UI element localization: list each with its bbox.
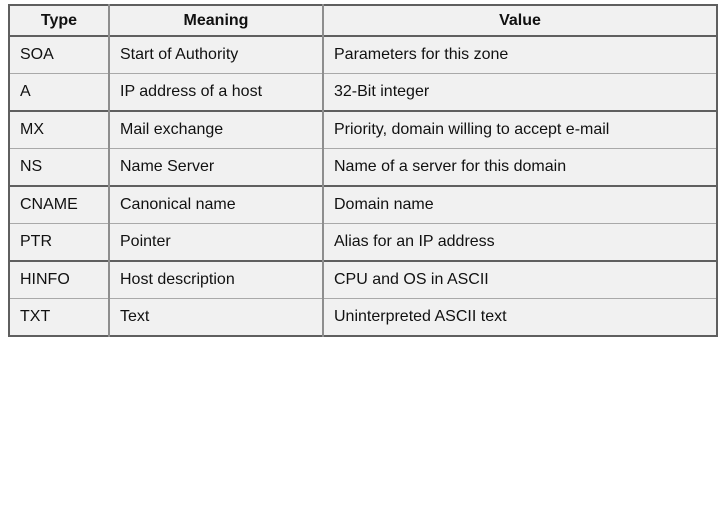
cell-value: CPU and OS in ASCII <box>322 261 717 299</box>
cell-type: PTR <box>9 223 109 261</box>
cell-value: Name of a server for this domain <box>322 148 717 186</box>
header-row: Type Meaning Value <box>9 5 717 36</box>
cell-type: TXT <box>9 298 109 336</box>
cell-meaning: Mail exchange <box>108 111 323 149</box>
cell-meaning: Text <box>108 298 323 336</box>
header-cell-value: Value <box>322 5 717 36</box>
cell-value: Priority, domain willing to accept e-mai… <box>322 111 717 149</box>
cell-type: SOA <box>9 36 109 74</box>
cell-value: Alias for an IP address <box>322 223 717 261</box>
cell-type: HINFO <box>9 261 109 299</box>
cell-value: Domain name <box>322 186 717 224</box>
cell-value: Parameters for this zone <box>322 36 717 74</box>
cell-type: MX <box>9 111 109 149</box>
cell-type: CNAME <box>9 186 109 224</box>
cell-meaning: Canonical name <box>108 186 323 224</box>
header-cell-meaning: Meaning <box>108 5 323 36</box>
cell-value: 32-Bit integer <box>322 73 717 111</box>
cell-meaning: Host description <box>108 261 323 299</box>
table-header: Type Meaning Value <box>9 5 717 36</box>
cell-type: NS <box>9 148 109 186</box>
cell-meaning: Pointer <box>108 223 323 261</box>
header-cell-type: Type <box>9 5 109 36</box>
cell-meaning: Name Server <box>108 148 323 186</box>
cell-meaning: IP address of a host <box>108 73 323 111</box>
cell-value: Uninterpreted ASCII text <box>322 298 717 336</box>
cell-type: A <box>9 73 109 111</box>
cell-meaning: Start of Authority <box>108 36 323 74</box>
